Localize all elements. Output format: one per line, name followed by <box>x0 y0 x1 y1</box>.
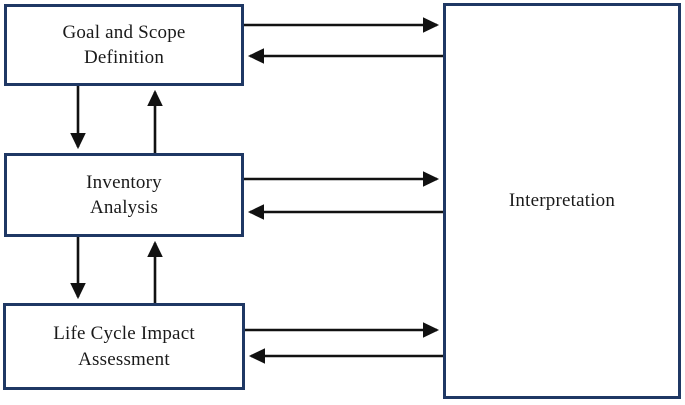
box-goal-label: Goal and Scope Definition <box>62 21 186 68</box>
box-inventory-label: Inventory Analysis <box>86 171 162 218</box>
box-goal-and-scope-definition: Goal and Scope Definition <box>4 4 244 86</box>
box-impact-label: Life Cycle Impact Assessment <box>53 323 195 370</box>
box-interpretation: Interpretation <box>443 3 681 399</box>
box-life-cycle-impact-assessment: Life Cycle Impact Assessment <box>3 303 245 390</box>
box-inventory-analysis: Inventory Analysis <box>4 153 244 237</box>
box-interpretation-label: Interpretation <box>508 190 616 212</box>
